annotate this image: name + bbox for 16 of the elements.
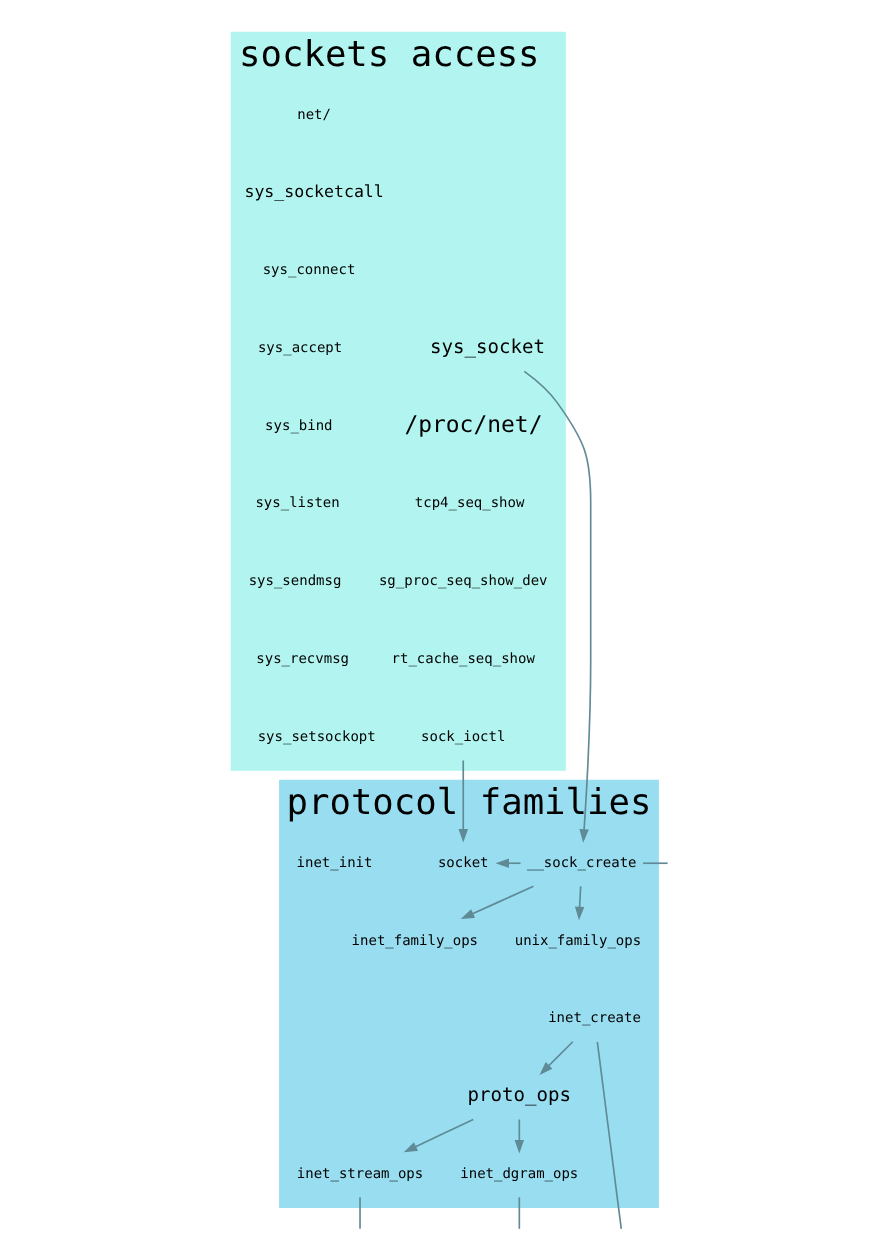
arrow bbox=[460, 885, 535, 920]
arrow bbox=[403, 1118, 475, 1153]
node-text: /proc/net/ bbox=[404, 409, 543, 438]
connector bbox=[518, 1196, 521, 1230]
arrow bbox=[514, 1118, 525, 1154]
node-text: proto_ops bbox=[467, 1084, 572, 1107]
connector bbox=[359, 1196, 361, 1230]
arrow bbox=[539, 1040, 574, 1075]
arrow bbox=[495, 858, 522, 868]
arrow bbox=[574, 885, 585, 921]
connector bbox=[642, 862, 669, 865]
node-text: sys_socketcall bbox=[244, 181, 384, 202]
node-text: sys_socket bbox=[429, 336, 545, 359]
arrow bbox=[523, 370, 592, 843]
connector bbox=[596, 1041, 623, 1230]
arrow bbox=[458, 759, 468, 843]
